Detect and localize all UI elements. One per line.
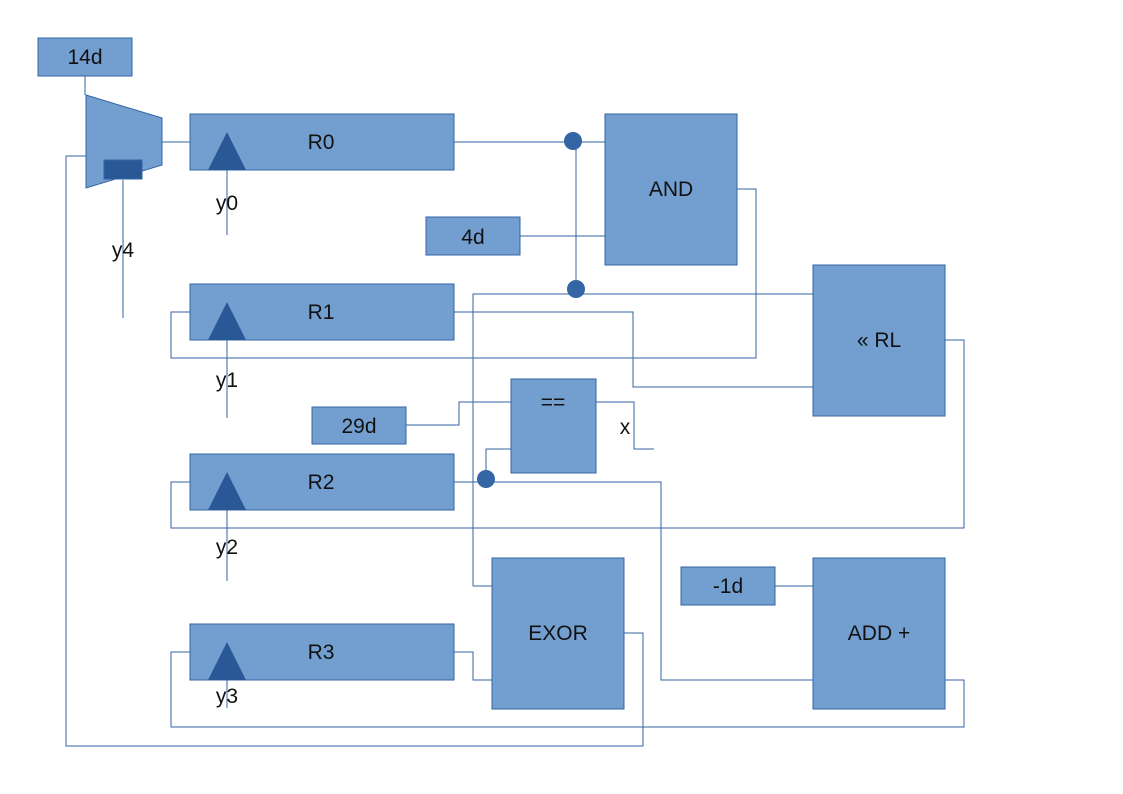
junction-r2-compare <box>477 470 495 488</box>
wire-add-r3 <box>170 651 965 728</box>
signal-y3-label: y3 <box>216 685 238 708</box>
wire-29d-compare <box>406 401 511 426</box>
signal-y1-label: y1 <box>216 369 238 392</box>
compare-block-label: == <box>541 391 566 414</box>
add-block: ADD + <box>812 557 946 710</box>
const-neg1d-block: -1d <box>680 566 776 606</box>
const-14d-block: 14d <box>37 37 133 77</box>
wire-exor-mux <box>65 155 644 747</box>
wire-bus-rl <box>472 293 813 586</box>
register-r1: R1 <box>189 283 455 341</box>
add-block-label: ADD + <box>848 622 910 645</box>
signal-x-label: x <box>620 416 631 439</box>
register-r3-label: R3 <box>308 641 335 664</box>
compare-block: == <box>510 378 597 474</box>
wire-r3-exor <box>454 651 492 681</box>
wires <box>65 76 965 747</box>
register-r1-label: R1 <box>308 301 335 324</box>
const-29d-label: 29d <box>341 415 376 438</box>
signal-y4-label: y4 <box>112 239 135 262</box>
exor-block-label: EXOR <box>528 622 588 645</box>
clock-marker-r2 <box>208 472 246 510</box>
wire-rl-r2 <box>170 339 965 529</box>
mux-select-port <box>103 159 143 180</box>
junction-bus-rl <box>567 280 585 298</box>
register-r2: R2 <box>189 453 455 511</box>
signal-y0-label: y0 <box>216 192 238 215</box>
wire-r2-compare <box>485 448 511 478</box>
const-4d-label: 4d <box>461 226 484 249</box>
rotate-left-block-label: « RL <box>857 329 901 352</box>
const-4d-block: 4d <box>425 216 521 256</box>
register-r2-label: R2 <box>308 471 335 494</box>
clock-marker-r1 <box>208 302 246 340</box>
signal-y2-label: y2 <box>216 536 238 559</box>
wire-r2-add <box>454 481 813 681</box>
clock-marker-r3 <box>208 642 246 680</box>
const-neg1d-label: -1d <box>713 575 743 598</box>
exor-block: EXOR <box>491 557 625 710</box>
register-r0-label: R0 <box>308 131 335 154</box>
wire-r1-rl <box>454 311 813 388</box>
clock-marker-r0 <box>208 132 246 170</box>
and-block-label: AND <box>649 178 693 201</box>
const-14d-label: 14d <box>67 46 102 69</box>
and-block: AND <box>604 113 738 266</box>
const-29d-block: 29d <box>311 406 407 445</box>
wire-compare-x <box>596 401 654 450</box>
register-r3: R3 <box>189 623 455 681</box>
wire-and-r1 <box>170 188 757 359</box>
junction-r0-and <box>564 132 582 150</box>
register-r0: R0 <box>189 113 455 171</box>
rotate-left-block: « RL <box>812 264 946 417</box>
